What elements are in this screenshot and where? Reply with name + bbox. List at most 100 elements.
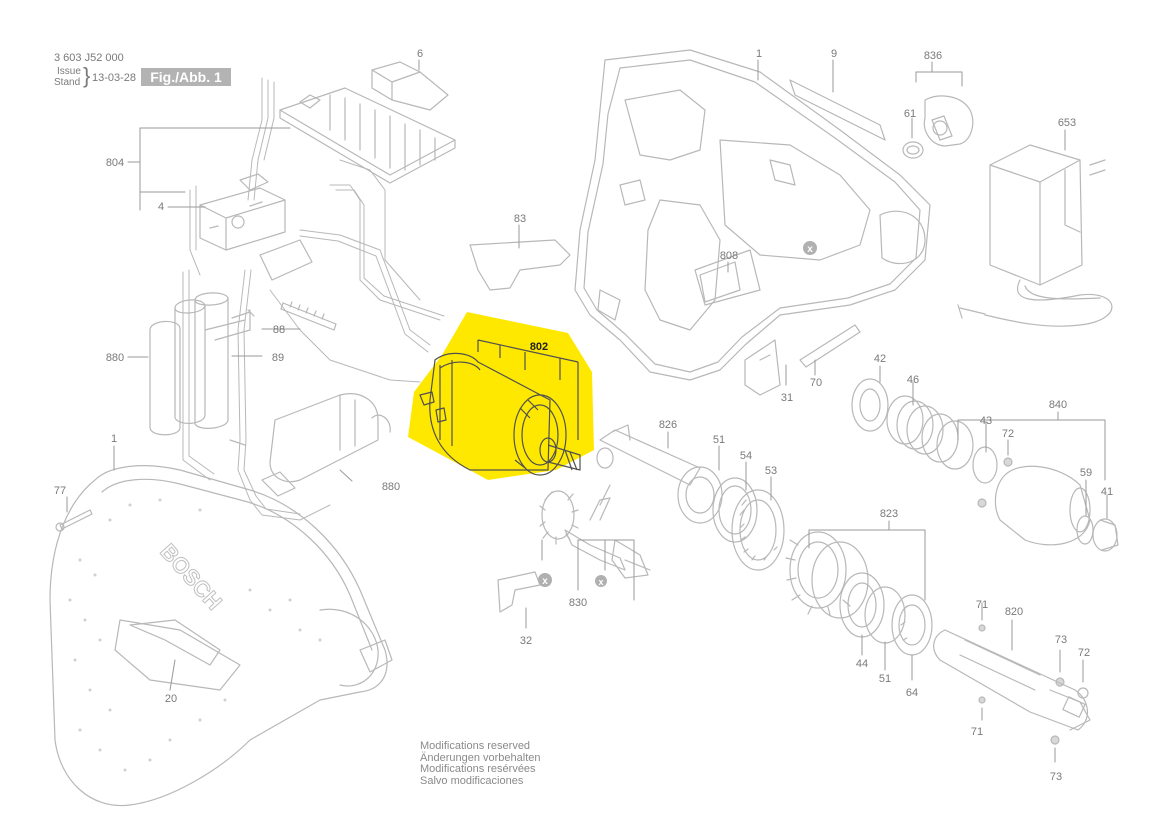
part-label[interactable]: 46 bbox=[907, 374, 919, 386]
note-line-de: Änderungen vorbehalten bbox=[420, 751, 541, 764]
part-label[interactable]: 71 bbox=[971, 726, 983, 738]
part-label[interactable]: 43 bbox=[980, 415, 992, 427]
part-4-switch bbox=[199, 173, 313, 281]
part-label[interactable]: 41 bbox=[1101, 486, 1113, 498]
part-823-gear bbox=[785, 531, 869, 619]
part-83-plate bbox=[469, 239, 571, 291]
part-880-battery-lower bbox=[261, 393, 391, 497]
part-46-spring bbox=[886, 395, 974, 470]
part-1-housing-left bbox=[49, 465, 393, 807]
note-line-es: Salvo modificaciones bbox=[420, 774, 524, 787]
part-label[interactable]: 71 bbox=[976, 599, 988, 611]
note-line-fr: Modifications resérvées bbox=[420, 763, 536, 775]
part-label[interactable]: 51 bbox=[879, 673, 891, 685]
part-label[interactable]: 42 bbox=[874, 353, 886, 365]
wiring-harness bbox=[182, 77, 445, 521]
marker-x-3: x bbox=[595, 575, 607, 587]
part-label[interactable]: 9 bbox=[831, 48, 837, 60]
part-1-housing-right bbox=[574, 49, 931, 381]
svg-text:x: x bbox=[542, 576, 548, 587]
part-label[interactable]: 77 bbox=[54, 485, 66, 497]
part-820-spindle bbox=[933, 629, 1091, 731]
part-label[interactable]: 840 bbox=[1049, 399, 1067, 411]
part-label[interactable]: 53 bbox=[765, 465, 777, 477]
part-41-cap bbox=[1092, 518, 1119, 552]
part-label[interactable]: 32 bbox=[520, 635, 532, 647]
part-label[interactable]: 1 bbox=[756, 48, 762, 60]
part-808-plate bbox=[699, 261, 741, 303]
figure-label: Fig./Abb. 1 bbox=[141, 68, 231, 86]
texture-dots bbox=[68, 498, 322, 772]
part-880-battery-upper bbox=[149, 292, 251, 446]
part-77-screw bbox=[55, 509, 93, 532]
part-label[interactable]: 44 bbox=[856, 658, 868, 670]
part-label[interactable]: 880 bbox=[382, 481, 400, 493]
part-802-label[interactable]: 802 bbox=[530, 341, 548, 353]
part-label[interactable]: 880 bbox=[106, 352, 124, 364]
part-label[interactable]: 830 bbox=[569, 597, 587, 609]
part-61-ring bbox=[902, 141, 924, 159]
marker-x-1: x bbox=[803, 241, 817, 255]
part-44-ring bbox=[839, 572, 885, 638]
part-label[interactable]: 72 bbox=[1078, 647, 1090, 659]
part-label[interactable]: 826 bbox=[659, 419, 677, 431]
part-43-ring bbox=[972, 446, 998, 484]
part-label[interactable]: 51 bbox=[713, 434, 725, 446]
part-label[interactable]: 72 bbox=[1002, 428, 1014, 440]
part-840-chuck-sleeve bbox=[994, 465, 1091, 546]
part-label[interactable]: 88 bbox=[273, 324, 285, 336]
part-51-ring-lower bbox=[864, 586, 906, 644]
part-70-pin bbox=[799, 324, 861, 368]
part-label[interactable]: 31 bbox=[781, 392, 793, 404]
note-line-en: Modifications reserved bbox=[420, 740, 531, 752]
part-830-gear-shaft bbox=[539, 484, 651, 579]
part-label[interactable]: 64 bbox=[906, 687, 918, 699]
issue-label: Issue bbox=[57, 66, 81, 77]
part-label[interactable]: 820 bbox=[1005, 606, 1023, 618]
part-label[interactable]: 59 bbox=[1080, 467, 1092, 479]
part-64-bearing bbox=[891, 594, 933, 656]
part-836-knob bbox=[923, 95, 974, 147]
modifications-note: Modifications reserved Änderungen vorbeh… bbox=[420, 740, 541, 787]
svg-text:x: x bbox=[598, 577, 603, 587]
part-42-washer bbox=[851, 378, 889, 432]
part-label[interactable]: 20 bbox=[165, 693, 177, 705]
part-label[interactable]: 4 bbox=[158, 201, 164, 213]
part-label[interactable]: 808 bbox=[720, 250, 738, 262]
part-label[interactable]: 73 bbox=[1055, 634, 1067, 646]
part-label[interactable]: 804 bbox=[106, 157, 124, 169]
part-label[interactable]: 61 bbox=[904, 108, 916, 120]
part-31-latch bbox=[744, 339, 781, 396]
issue-date: 13-03-28 bbox=[92, 72, 137, 84]
part-label[interactable]: 54 bbox=[740, 450, 752, 462]
part-label[interactable]: 836 bbox=[924, 50, 942, 62]
bosch-logo: BOSCH bbox=[155, 538, 228, 615]
part-653-charger bbox=[957, 144, 1113, 327]
part-53-needle-cage bbox=[731, 489, 785, 571]
part-label[interactable]: 73 bbox=[1050, 771, 1062, 783]
part-label[interactable]: 653 bbox=[1058, 117, 1076, 129]
part-826-shaft bbox=[596, 424, 701, 486]
part-labels: 6 1 9 836 61 653 804 4 83 808 88 880 89 … bbox=[54, 48, 1113, 783]
part-label[interactable]: 89 bbox=[272, 352, 284, 364]
motor-drawing bbox=[419, 339, 581, 476]
leader-lines bbox=[66, 59, 1108, 763]
doc-number: 3 603 J52 000 bbox=[54, 52, 124, 64]
part-89-wire bbox=[231, 309, 255, 319]
part-label[interactable]: 83 bbox=[514, 213, 526, 225]
brand-text: BOSCH bbox=[155, 539, 227, 615]
part-label[interactable]: 6 bbox=[417, 48, 423, 60]
stand-label: Stand bbox=[54, 77, 81, 88]
brace: } bbox=[83, 63, 91, 88]
part-32-plate bbox=[497, 571, 541, 613]
part-label[interactable]: 70 bbox=[810, 377, 822, 389]
ball-parts bbox=[977, 457, 1089, 745]
part-9-strip bbox=[789, 79, 886, 141]
svg-text:x: x bbox=[807, 244, 813, 255]
marker-x-2: x bbox=[538, 573, 552, 587]
part-label[interactable]: 1 bbox=[111, 433, 117, 445]
part-54-ring bbox=[712, 477, 758, 543]
part-802-highlight[interactable] bbox=[408, 312, 594, 480]
part-label[interactable]: 823 bbox=[880, 508, 898, 520]
